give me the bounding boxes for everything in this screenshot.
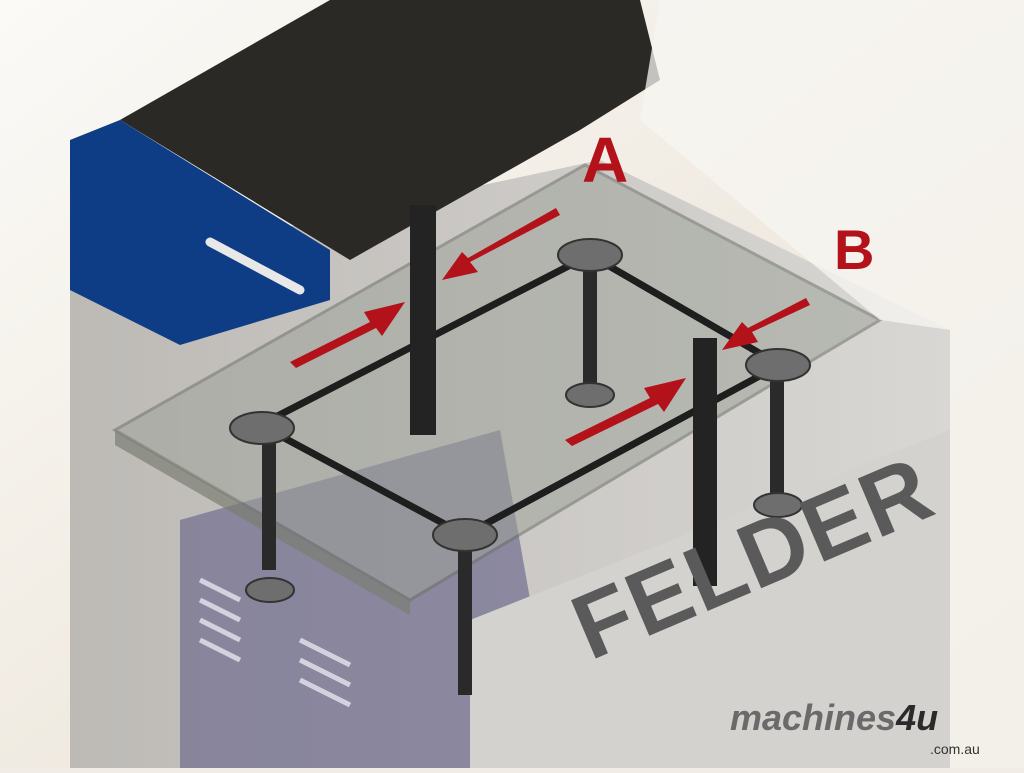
right-gauge-bar: [693, 338, 717, 586]
indicator-arrows: [290, 208, 810, 446]
arrow-a-upper: [442, 208, 560, 280]
felt-top-cover: [120, 0, 660, 260]
front-panel: [470, 430, 950, 768]
watermark-name: machines: [730, 697, 897, 738]
blue-side-panel: [70, 120, 330, 345]
spindles: [262, 265, 784, 695]
fade-overlay: [640, 0, 1024, 768]
label-a: A: [582, 124, 629, 196]
arrow-a-lower: [290, 302, 405, 368]
vent-slots: [198, 577, 352, 708]
watermark-domain: .com.au: [930, 741, 980, 757]
watermark: machines4u: [730, 700, 938, 736]
label-b: B: [834, 218, 875, 281]
arrow-b-lower: [565, 378, 686, 446]
handle: [205, 237, 305, 295]
left-gauge-bar: [410, 205, 436, 435]
watermark-4u: 4u: [896, 697, 939, 738]
arrow-b-upper: [722, 298, 810, 350]
leveling-mounts: [229, 238, 811, 603]
